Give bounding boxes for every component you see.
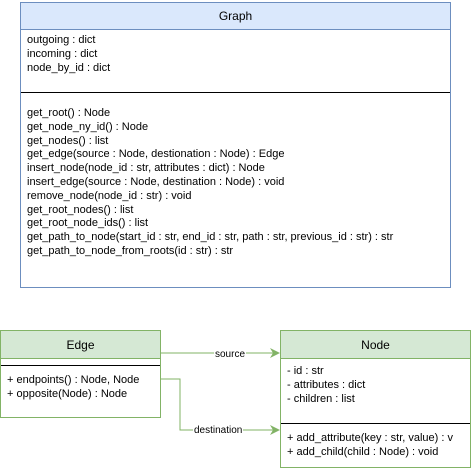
graph-class-box[interactable]: Graph outgoing : dict incoming : dict no… <box>20 2 451 288</box>
node-class-box[interactable]: Node - id : str - attributes : dict - ch… <box>280 330 471 468</box>
graph-attribute: incoming : dict <box>27 47 98 60</box>
node-method: + add_attribute(key : str, value) : v <box>287 432 453 444</box>
graph-method: get_path_to_node(start_id : str, end_id … <box>27 231 394 244</box>
node-method-list: + add_attribute(key : str, value) : v + … <box>281 424 470 460</box>
graph-attribute: outgoing : dict <box>27 34 96 46</box>
graph-method: get_root_nodes() : list <box>27 203 134 216</box>
graph-method: insert_node(node_id : str, attributes : … <box>27 162 265 175</box>
graph-method: get_edge(source : Node, destionation : N… <box>27 148 285 161</box>
graph-separator <box>21 92 450 93</box>
graph-attribute-list: outgoing : dict incoming : dict node_by_… <box>21 30 450 92</box>
edge-class-title: Edge <box>1 331 160 359</box>
node-attribute-list: - id : str - attributes : dict - childre… <box>281 359 470 423</box>
graph-method: get_nodes() : list <box>27 134 109 147</box>
edge-method: + opposite(Node) : Node <box>7 387 128 400</box>
graph-method-list: get_root() : Node get_node_ny_id() : Nod… <box>21 93 450 259</box>
graph-class-title: Graph <box>21 3 450 30</box>
node-attribute: - id : str <box>287 365 324 377</box>
node-attribute: - attributes : dict <box>287 378 366 391</box>
node-class-title: Node <box>281 331 470 359</box>
destination-label: destination <box>193 425 244 436</box>
source-label: source <box>214 349 247 360</box>
graph-attribute: node_by_id : dict <box>27 61 111 74</box>
edge-method: + endpoints() : Node, Node <box>7 374 140 386</box>
node-separator <box>281 423 470 424</box>
edge-separator <box>1 365 160 366</box>
graph-method: remove_node(node_id : str) : void <box>27 189 192 202</box>
graph-method: get_root() : Node <box>27 107 111 119</box>
node-attribute: - children : list <box>287 392 355 405</box>
node-method: + add_child(child : Node) : void <box>287 445 439 458</box>
graph-method: get_node_ny_id() : Node <box>27 120 149 133</box>
graph-method: get_path_to_node_from_roots(id : str) : … <box>27 244 234 257</box>
destination-connector[interactable] <box>161 378 280 435</box>
graph-method: insert_edge(source : Node, destination :… <box>27 175 285 188</box>
edge-class-box[interactable]: Edge + endpoints() : Node, Node + opposi… <box>0 330 161 418</box>
graph-method: get_root_node_ids() : list <box>27 217 149 230</box>
edge-method-list: + endpoints() : Node, Node + opposite(No… <box>1 366 160 402</box>
